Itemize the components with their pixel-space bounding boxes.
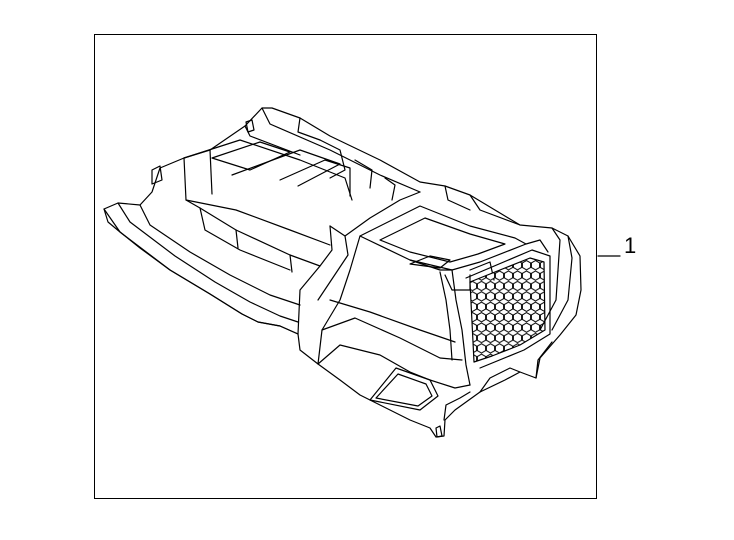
diagram-frame [94,34,597,499]
vent-grille [469,257,546,363]
part-callout-number: 1 [624,233,637,258]
